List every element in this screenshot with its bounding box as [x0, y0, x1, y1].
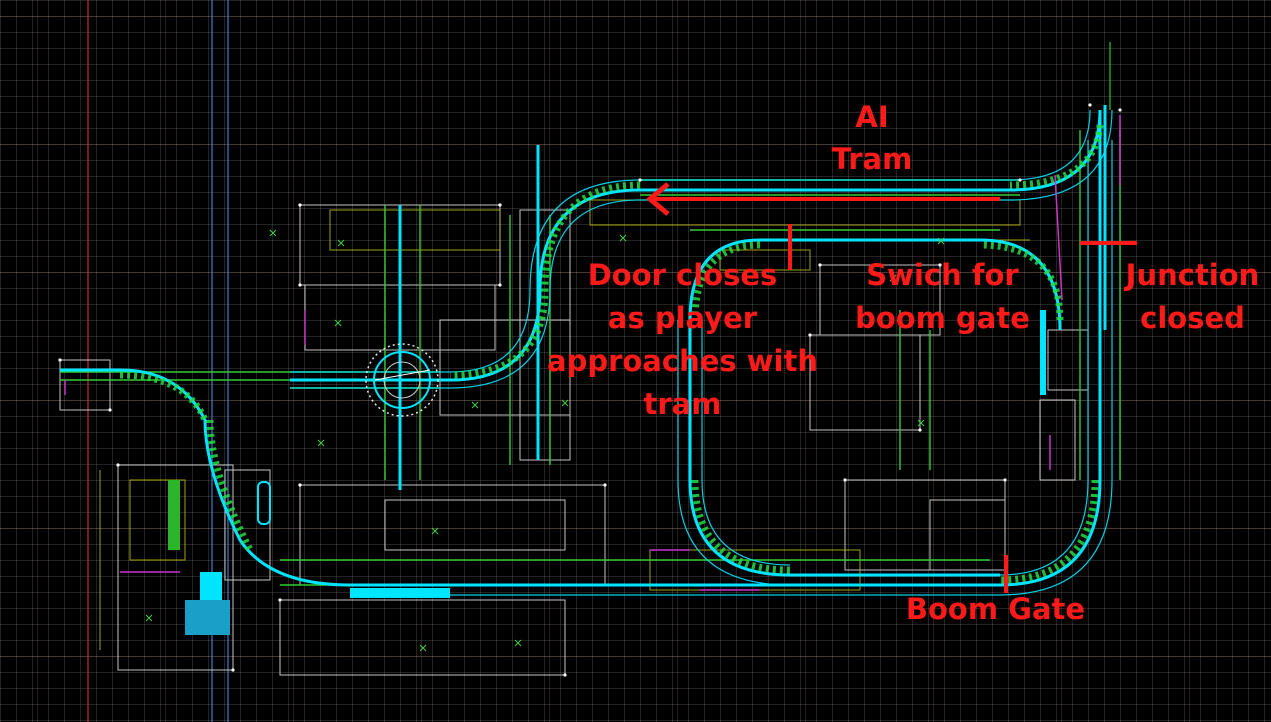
vertex-points — [58, 103, 1122, 677]
door-closes-label: Door closes as player approaches with tr… — [540, 254, 825, 426]
boom-gate-label-line1: Boom Gate — [905, 592, 1086, 626]
boom-gate-label: Boom Gate — [898, 588, 1093, 631]
entity-markers — [145, 229, 945, 652]
switch-boom-gate-label-line2: boom gate — [855, 301, 1030, 335]
tram-track-edges — [290, 109, 1113, 596]
door-closes-label-line3: approaches with — [547, 344, 818, 378]
ai-tram-arrow — [646, 182, 1000, 216]
hub-junction — [365, 343, 439, 417]
door-closes-label-line1: Door closes — [587, 258, 778, 292]
junction-closed-label-line2: closed — [1140, 301, 1245, 335]
magenta-wires — [64, 115, 1121, 591]
ai-tram-label-line2: Tram — [831, 142, 913, 176]
door-closes-label-line4: tram — [643, 387, 722, 421]
green-props — [168, 310, 1046, 550]
ai-tram-label-line1: AI — [855, 100, 889, 134]
ai-tram-label: AI Tram — [826, 96, 918, 180]
rail-ties — [119, 124, 1104, 584]
junction-closed-label-line1: Junction — [1125, 258, 1260, 292]
switch-boom-gate-label: Swich for boom gate — [845, 254, 1040, 340]
cyan-props — [185, 572, 450, 635]
junction-closed-label: Junction closed — [1115, 254, 1270, 340]
switch-boom-gate-label-line1: Swich for — [866, 258, 1019, 292]
tram-track — [60, 105, 1107, 587]
door-closes-label-line2: as player — [607, 301, 758, 335]
